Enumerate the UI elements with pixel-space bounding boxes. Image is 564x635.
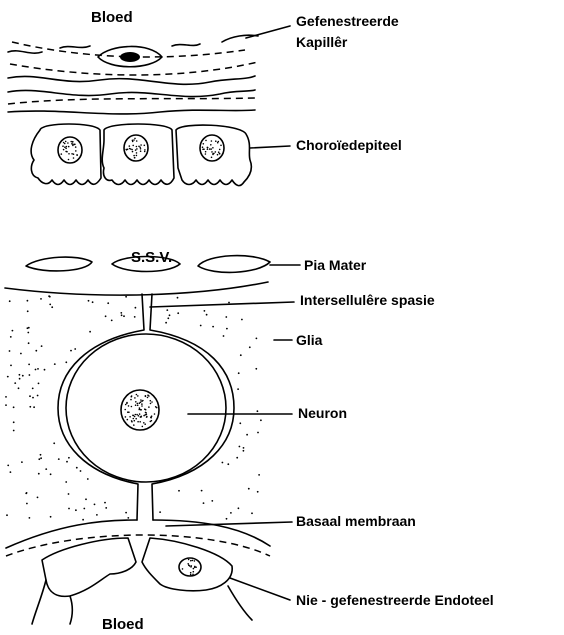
bottom-blood-label: Bloed xyxy=(102,616,144,633)
epithelial-nucleus-1 xyxy=(58,137,82,163)
endothelium-cells xyxy=(32,538,252,624)
neuron-label: Neuron xyxy=(298,405,347,421)
neuron-cell xyxy=(58,294,234,520)
non-fenestrated-endothelium-label: Nie - gefenestreerde Endoteel xyxy=(296,592,494,608)
basal-membrane-label: Basaal membraan xyxy=(296,513,416,529)
leader-choroid-epithelium xyxy=(250,146,290,148)
basal-membrane xyxy=(6,520,270,556)
choroid-epithelium-label: Choroïedepiteel xyxy=(296,137,402,153)
leader-intercellular-space xyxy=(150,302,294,307)
leader-capillary xyxy=(246,26,290,38)
glia-label: Glia xyxy=(296,332,323,348)
fenestrated-capillary-label-line2: Kapillêr xyxy=(296,34,348,50)
intercellular-space-label: Intersellulêre spasie xyxy=(300,292,435,308)
capillary-endothelial-cell xyxy=(98,46,162,66)
pia-mater-boundary xyxy=(5,282,268,295)
endothelial-nucleus xyxy=(179,558,201,576)
fenestrated-capillary-label-line1: Gefenestreerde xyxy=(296,13,399,29)
neuron-membrane xyxy=(66,334,226,482)
epithelial-nucleus-2 xyxy=(124,135,148,161)
leader-basal-membrane xyxy=(166,522,292,526)
pia-mater-label: Pia Mater xyxy=(304,257,367,273)
top-blood-label: Bloed xyxy=(91,9,133,26)
glia-stipple xyxy=(5,138,262,576)
leader-endothelium xyxy=(230,578,290,600)
